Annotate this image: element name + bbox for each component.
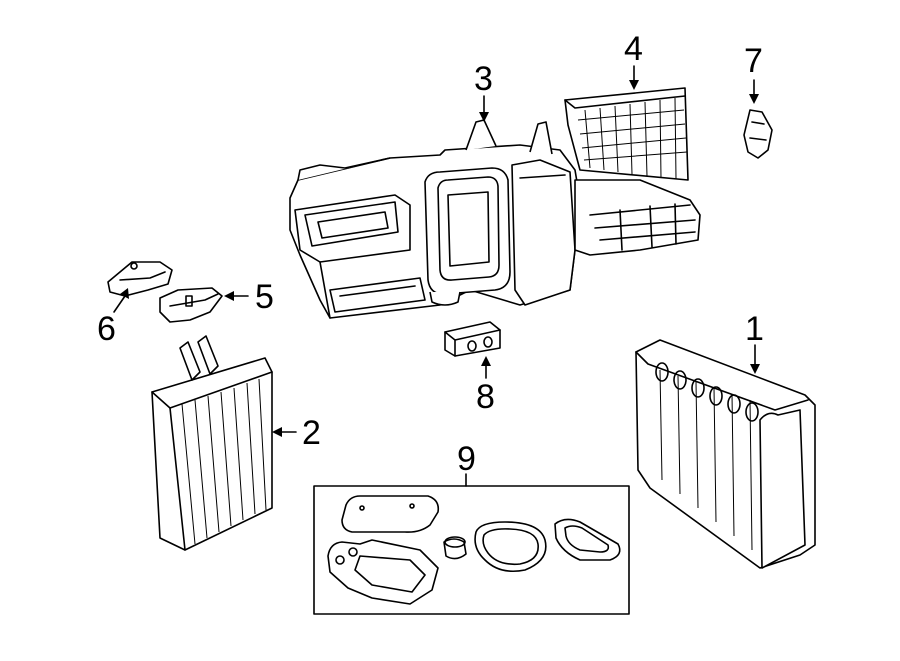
callout-4: 4 — [624, 30, 643, 68]
callout-5: 5 — [255, 278, 274, 316]
callout-3: 3 — [474, 60, 493, 98]
leader-lines — [113, 65, 760, 487]
air-filter — [564, 87, 689, 181]
callout-8: 8 — [476, 378, 495, 416]
sensor — [743, 109, 773, 159]
heater-core — [151, 335, 273, 551]
callout-numbers: 1 2 3 4 5 6 7 8 9 — [97, 30, 764, 478]
actuator-6 — [107, 261, 173, 297]
seal-kit-frame — [313, 485, 630, 615]
callout-6: 6 — [97, 310, 116, 348]
callout-1: 1 — [745, 310, 764, 348]
resistor-block — [444, 321, 501, 357]
evaporator-core — [635, 339, 816, 569]
callout-2: 2 — [302, 414, 321, 452]
actuator-5 — [159, 287, 223, 323]
seal-kit — [313, 485, 630, 615]
callout-9: 9 — [457, 440, 476, 478]
callout-7: 7 — [744, 42, 763, 80]
hvac-housing — [289, 119, 701, 319]
